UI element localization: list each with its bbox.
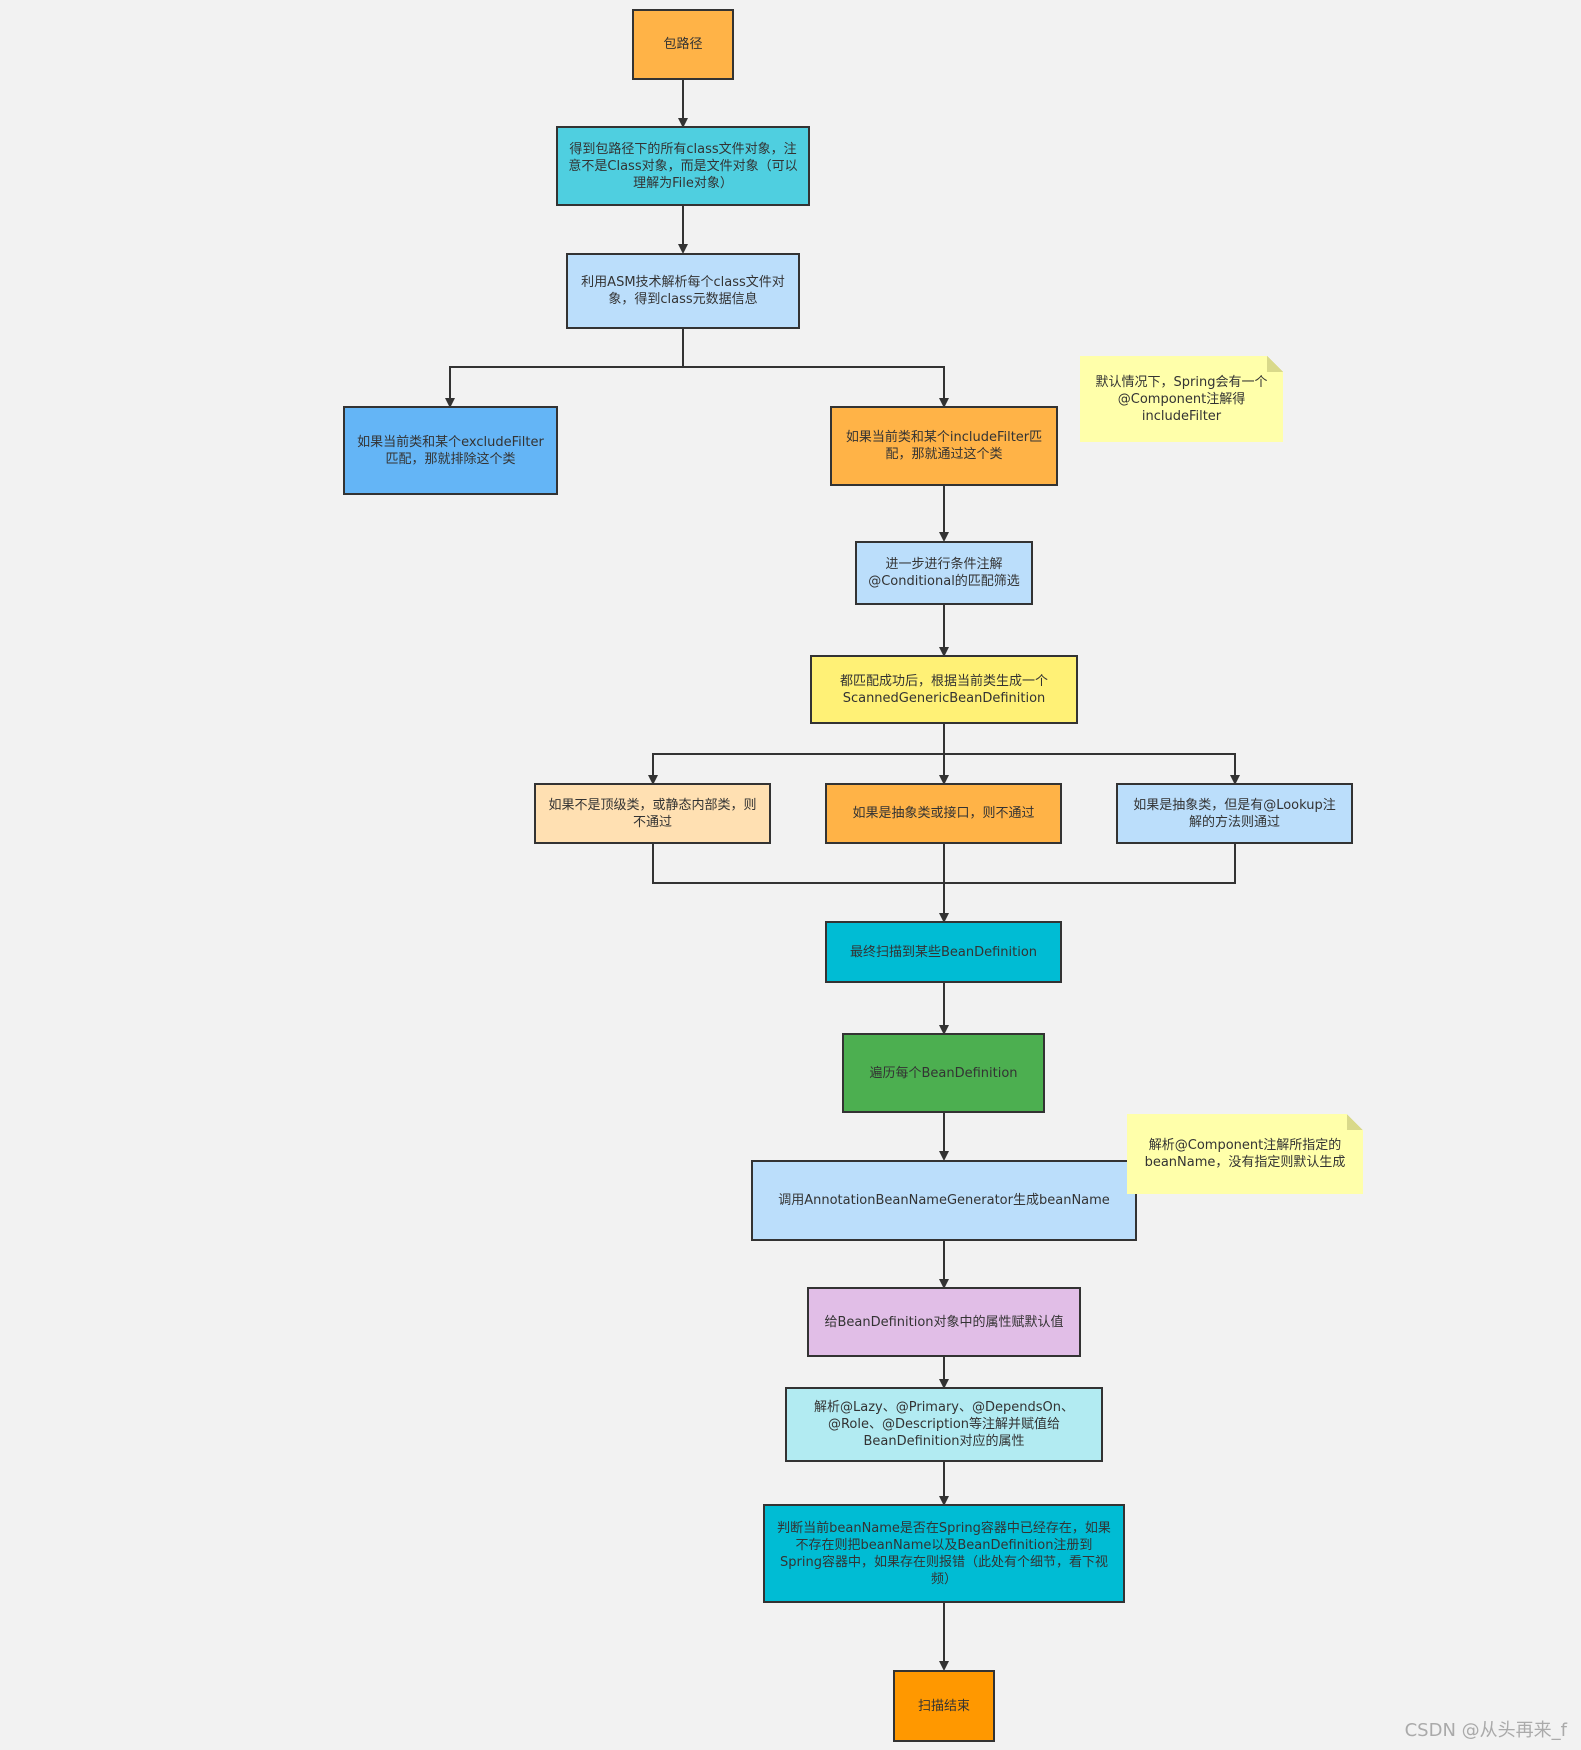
node-abstract-lookup-label: 如果是抽象类，但是有@Lookup注解的方法则通过 [1133,797,1336,830]
node-final-scan: 最终扫描到某些BeanDefinition [825,921,1062,983]
node-package-path-label: 包路径 [663,37,703,52]
node-register-label: 判断当前beanName是否在Spring容器中已经存在，如果不存在则把bean… [777,1520,1111,1587]
node-bean-name-generator: 调用AnnotationBeanNameGenerator生成beanName [751,1160,1137,1241]
node-include-filter-label: 如果当前类和某个includeFilter匹配，那就通过这个类 [845,430,1043,462]
note-include-filter: 默认情况下，Spring会有一个@Component注解得includeFilt… [1080,356,1283,442]
node-scan-end-label: 扫描结束 [917,1698,970,1714]
node-parse-annotations: 解析@Lazy、@Primary、@DependsOn、@Role、@Descr… [785,1387,1103,1462]
csdn-watermark: CSDN @从头再来_f [1404,1720,1567,1741]
note-bean-name-text: 解析@Component注解所指定的beanName，没有指定则默认生成 [1144,1138,1346,1170]
node-bean-name-generator-label: 调用AnnotationBeanNameGenerator生成beanName [778,1193,1110,1208]
node-iterate: 遍历每个BeanDefinition [842,1033,1045,1113]
node-get-class-files-label: 得到包路径下的所有class文件对象，注意不是Class对象，而是文件对象（可以… [568,141,798,191]
node-assign-defaults-label: 给BeanDefinition对象中的属性赋默认值 [824,1314,1064,1330]
node-asm-parse-label: 利用ASM技术解析每个class文件对象，得到class元数据信息 [581,275,785,307]
node-scan-end: 扫描结束 [893,1670,995,1742]
node-parse-annotations-label: 解析@Lazy、@Primary、@DependsOn、@Role、@Descr… [814,1400,1074,1449]
note-include-filter-text: 默认情况下，Spring会有一个@Component注解得includeFilt… [1095,374,1268,424]
edge-7 [648,724,945,785]
node-package-path: 包路径 [632,9,734,80]
node-register: 判断当前beanName是否在Spring容器中已经存在，如果不存在则把bean… [763,1504,1125,1603]
node-not-top-level-label: 如果不是顶级类，或静态内部类，则不通过 [548,797,757,830]
note-fold-corner [1267,356,1283,372]
note-fold-corner [1347,1114,1363,1130]
node-conditional-label: 进一步进行条件注解@Conditional的匹配筛选 [868,557,1020,589]
edge-9 [944,753,1240,785]
node-conditional: 进一步进行条件注解@Conditional的匹配筛选 [855,541,1033,605]
node-final-scan-label: 最终扫描到某些BeanDefinition [849,944,1038,960]
node-abstract-lookup: 如果是抽象类，但是有@Lookup注解的方法则通过 [1116,783,1353,844]
node-exclude-filter-label: 如果当前类和某个excludeFilter匹配，那就排除这个类 [357,434,544,467]
node-exclude-filter: 如果当前类和某个excludeFilter匹配，那就排除这个类 [343,406,558,495]
node-assign-defaults: 给BeanDefinition对象中的属性赋默认值 [807,1287,1081,1357]
node-abstract-or-interface: 如果是抽象类或接口，则不通过 [825,783,1062,844]
node-iterate-label: 遍历每个BeanDefinition [869,1065,1018,1081]
node-generate-bd: 都匹配成功后，根据当前类生成一个ScannedGenericBeanDefini… [810,655,1078,724]
node-asm-parse: 利用ASM技术解析每个class文件对象，得到class元数据信息 [566,253,800,329]
node-abstract-or-interface-label: 如果是抽象类或接口，则不通过 [852,806,1035,821]
edge-3 [445,329,684,408]
edge-4 [683,366,949,408]
node-include-filter: 如果当前类和某个includeFilter匹配，那就通过这个类 [830,406,1058,486]
note-bean-name: 解析@Component注解所指定的beanName，没有指定则默认生成 [1127,1114,1363,1194]
node-get-class-files: 得到包路径下的所有class文件对象，注意不是Class对象，而是文件对象（可以… [556,126,810,206]
node-generate-bd-label: 都匹配成功后，根据当前类生成一个ScannedGenericBeanDefini… [839,673,1048,706]
node-not-top-level: 如果不是顶级类，或静态内部类，则不通过 [534,783,771,844]
